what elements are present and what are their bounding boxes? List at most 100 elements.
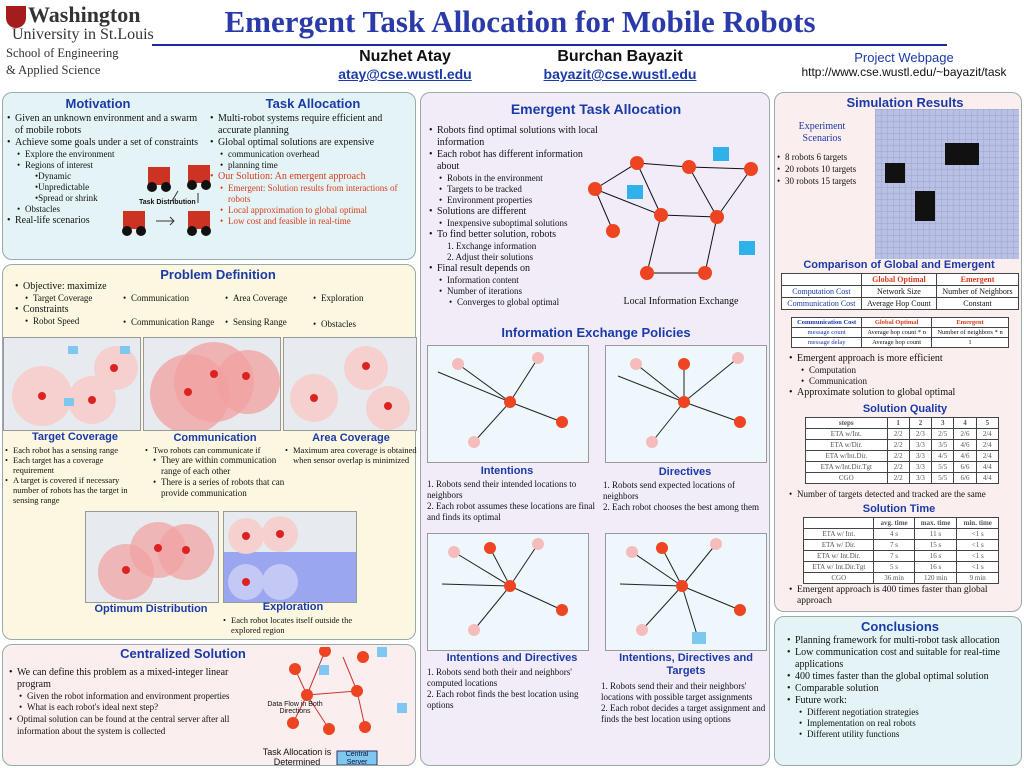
local-exchange-diagram [588,147,758,280]
comparison-table: Global Optimal Emergent Computation Cost… [781,273,1019,310]
directives-step: 1. Robots send expected locations of nei… [603,480,735,501]
conclusion-item: Comparable solution [787,683,1017,695]
central-item: Optimal solution can be found at the cen… [9,713,259,737]
motivation-sub2: •Dynamic [35,171,72,181]
task-sol-sub: Local approximation to global optimal [218,205,415,216]
optimum-distribution-diagram [85,511,219,603]
logo-line2: University in St.Louis [12,26,154,43]
con-comm-range: Communication Range [121,317,214,328]
obj-target-coverage: Target Coverage [23,293,125,304]
emergent-item: To find better solution, robots [429,229,599,241]
poster-title: Emergent Task Allocation for Mobile Robo… [224,4,816,39]
caption-target-coverage: Target Coverage [32,431,118,443]
conclusion-item: Future work: [787,695,1017,707]
motivation-sub3: Obstacles [15,204,203,215]
task-allocation-body: Multi-robot systems require efficient an… [210,113,415,227]
emergent-final-sub2: Converges to global optimal [447,297,599,308]
robot-icon [188,211,210,229]
task-sol-sub: Emergent: Solution results from interact… [218,183,415,205]
motivation-panel: Motivation Given an unknown environment … [2,92,416,260]
problem-title: Problem Definition [160,267,276,282]
tc-item: Each robot has a sensing range [5,445,141,455]
central-sub: Given the robot information and environm… [17,691,259,702]
emergent-better-sub: 1. Exchange information [447,241,537,251]
task-item: Global optimal solutions are expensive [210,137,415,149]
intentions-directives-targets-diagram [605,533,767,651]
intentions-directives-diagram [427,533,589,651]
task-distribution-diagram [122,165,211,236]
centralized-title: Centralized Solution [120,646,246,661]
emergent-title: Emergent Task Allocation [510,101,682,117]
int-dir-tgt-step: 1. Robots send their and their neighbors… [601,681,753,702]
centralized-panel: Centralized Solution We can define this … [2,644,416,767]
solution-quality-title: Solution Quality [862,403,948,415]
conclusions-panel: Conclusions Planning framework for multi… [774,616,1022,766]
shield-icon [6,6,26,28]
area-coverage-diagram [283,337,417,431]
obj-exploration: Exploration [311,293,364,304]
emergent-final-sub: Number of iterations [437,286,599,297]
emergent-item: Robots find optimal solutions with local… [429,125,599,149]
task-item: Multi-robot systems require efficient an… [210,113,415,137]
con-robot-speed: Robot Speed [23,316,125,327]
scenario: 30 robots 15 targets [777,175,877,187]
task-allocation-determined: Task Allocation is Determined [262,747,332,767]
task-allocation-title: Task Allocation [265,96,361,111]
obj-area-coverage: Area Coverage [223,293,287,304]
simulation-panel: Simulation Results Experiment Scenarios … [774,92,1022,612]
exp-item: Each robot locates itself outside the ex… [223,615,371,635]
motivation-sub: Explore the environment [15,149,203,160]
central-server-diagram [287,647,407,765]
tc-item: Each target has a coverage requirement [5,455,141,475]
info-exchange-title: Information Exchange Policies [501,325,691,340]
robot-icon [148,167,170,185]
sim-bullet: Emergent approach is more efficient [789,353,1019,365]
sim-bullet: Approximate solution to global optimal [789,387,1019,399]
obj-communication: Communication [121,293,189,304]
emergent-item: Solutions are different [429,206,599,218]
con-obstacles: Obstacles [311,319,356,330]
motivation-item: Achieve some goals under a set of constr… [7,137,203,149]
int-dir-step: 2. Each robot finds the best location us… [427,689,579,710]
task-sol-sub: Low cost and feasible in real-time [218,216,415,227]
logo-line3: School of Engineering [6,46,119,60]
comm-sub: They are within communication range of e… [151,455,285,477]
directives-diagram [605,345,767,463]
author2-email[interactable]: bayazit@cse.wustl.edu [543,66,697,82]
comm-sub: There is a series of robots that can pro… [151,477,285,499]
logo-line4: & Applied Science [6,63,101,77]
sim-bullet-sub: Communication [799,376,1019,387]
communication-diagram [143,337,281,431]
author-1: Nuzhet Atay atay@cse.wustl.edu [330,48,480,82]
motivation-item: Given an unknown environment and a swarm… [7,113,203,137]
int-dir-step: 1. Robots send both their and neighbors'… [427,667,572,688]
arrow-icon [156,216,175,226]
caption-intentions-directives-targets: Intentions, Directives and Targets [619,652,753,677]
simulation-title: Simulation Results [846,95,964,110]
logo-line1: Washington [28,2,141,27]
time-note: Emergent approach is 400 times faster th… [789,585,1019,607]
emergent-final-sub: Information content [437,275,599,286]
directives-step: 2. Each robot chooses the best among the… [603,502,759,512]
caption-area-coverage: Area Coverage [312,432,390,444]
caption-communication: Communication [173,432,257,444]
simulation-grid [875,109,1019,259]
author1-email[interactable]: atay@cse.wustl.edu [338,66,472,82]
caption-intentions: Intentions [480,465,534,477]
project-url[interactable]: http://www.cse.wustl.edu/~bayazit/task [801,65,1007,79]
caption-directives: Directives [658,466,712,478]
data-flow-label: Data Flow in Both Directions [267,701,323,715]
quality-note: Number of targets detected and tracked a… [789,489,1021,500]
task-solution: Our Solution: An emergent approach [210,171,415,183]
author2-name: Burchan Bayazit [557,48,683,65]
